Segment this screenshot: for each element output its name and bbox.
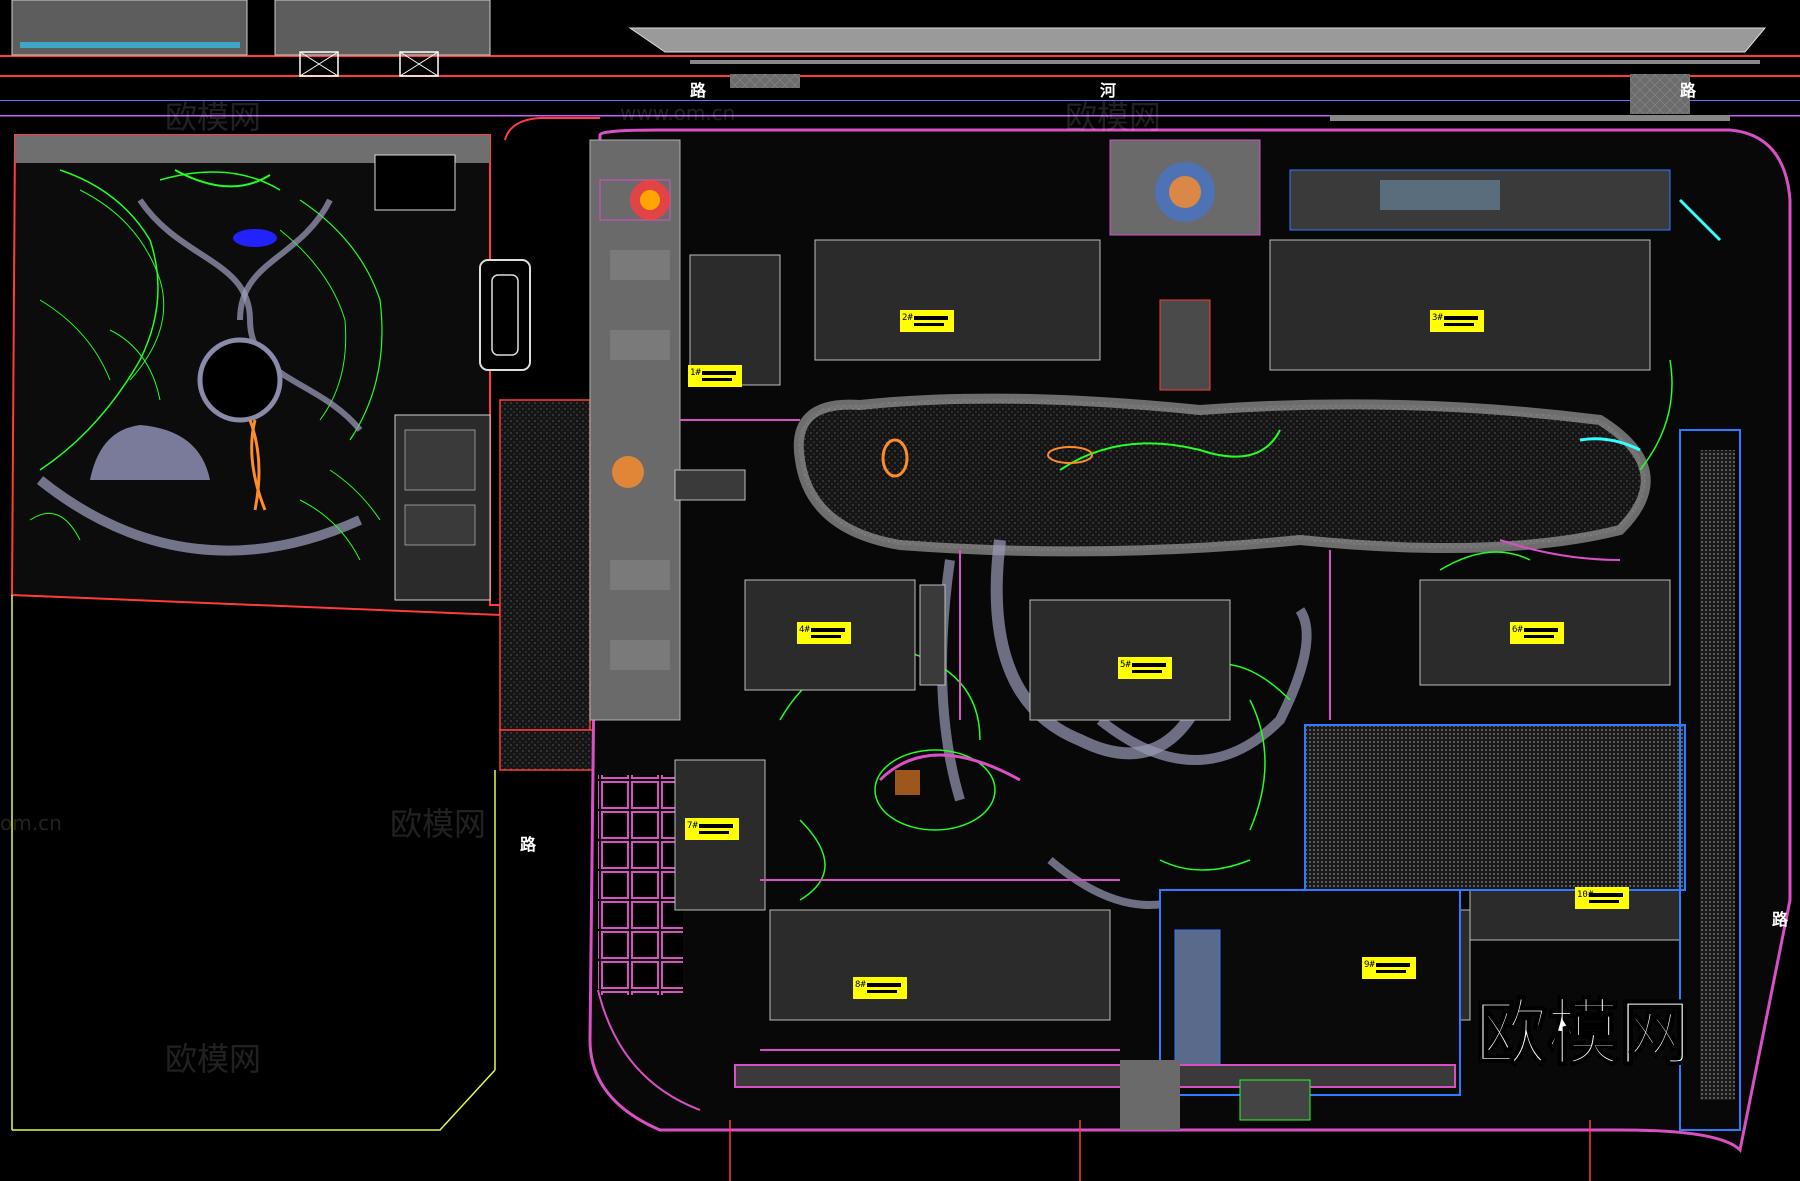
- road-label-north-1: 路: [690, 81, 707, 100]
- faint-watermarks: 欧模网 欧模网 欧模网 欧模网 www.om.cn om.cn: [0, 98, 1161, 1078]
- building-tag-number: 5#: [1120, 660, 1131, 670]
- road-label-west: 路: [520, 835, 537, 854]
- southwest-curve: [597, 989, 701, 1111]
- building-tags: 1# 2# 3# 4# 5# 6# 7# 8#: [685, 310, 1629, 999]
- southeast-zones: [1159, 429, 1741, 1131]
- west-promenade: [589, 139, 681, 721]
- building-tag-number: 2#: [902, 313, 913, 323]
- west-roads: [11, 117, 661, 1131]
- watermark-text: 欧模网: [165, 98, 261, 136]
- brand-watermark: 欧模网: [1475, 991, 1691, 1075]
- building-tag-number: 9#: [1364, 960, 1375, 970]
- pink-paths: [680, 419, 1621, 1051]
- building-tag-number: 7#: [687, 821, 698, 831]
- southwest-grid-paving: [598, 775, 683, 995]
- building-tag-number: 1#: [690, 368, 701, 378]
- building-tag: 3#: [1430, 310, 1484, 332]
- north-east-strip: [1289, 169, 1722, 242]
- watermark-domain: www.om.cn: [620, 101, 735, 125]
- road-label-east: 路: [1772, 910, 1789, 929]
- building-tag: 2#: [900, 310, 954, 332]
- watermark-text: 欧模网: [1065, 98, 1161, 136]
- building-tag: 7#: [685, 818, 739, 840]
- watermark-domain-fragment: om.cn: [0, 811, 62, 835]
- north-entrance-plaza: [1109, 139, 1261, 391]
- building-tag-number: 6#: [1512, 625, 1523, 635]
- north-road: [0, 27, 1800, 121]
- building-tag: 6#: [1510, 622, 1564, 644]
- building-tag: 1#: [688, 365, 742, 387]
- building-tag-number: 4#: [799, 625, 810, 635]
- building-tag: 5#: [1118, 657, 1172, 679]
- watermark-text: 欧模网: [390, 805, 486, 843]
- road-labels: 路 河 路 路 路: [520, 81, 1789, 929]
- building-tag-number: 10#: [1577, 890, 1594, 900]
- road-label-north-3: 路: [1680, 81, 1697, 100]
- building-tag: 9#: [1362, 957, 1416, 979]
- building-tag-number: 3#: [1432, 313, 1443, 323]
- watermark-text: 欧模网: [165, 1040, 261, 1078]
- building-tag: 10#: [1575, 887, 1629, 909]
- west-service-building: [394, 414, 491, 601]
- building-tag: 8#: [853, 977, 907, 999]
- building-tag: 4#: [797, 622, 851, 644]
- central-landscape: [779, 359, 1673, 909]
- top-left-structures: [11, 0, 491, 77]
- road-label-north-2: 河: [1100, 81, 1116, 100]
- south-access: [729, 1060, 1591, 1181]
- building-tag-number: 8#: [855, 980, 866, 990]
